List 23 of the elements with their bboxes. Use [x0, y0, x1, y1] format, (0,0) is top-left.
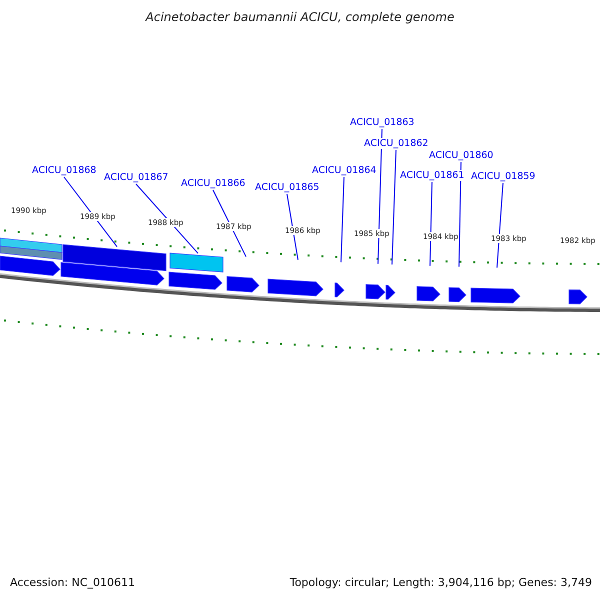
accession-text: Accession: NC_010611	[10, 576, 136, 589]
gene-label: ACICU_01863	[350, 117, 414, 128]
leader-line	[378, 128, 382, 264]
gene-label: ACICU_01860	[429, 150, 494, 161]
leader-line	[430, 182, 432, 266]
gene-label: ACICU_01859	[471, 171, 536, 182]
gene-label: ACICU_01868	[32, 165, 96, 176]
leader-line	[212, 190, 246, 258]
leader-line	[458, 162, 462, 268]
gene-label: ACICU_01866	[181, 178, 246, 189]
leader-line	[340, 176, 344, 263]
leader-line	[136, 184, 198, 254]
leader-line	[286, 194, 298, 260]
genome-info-text: Topology: circular; Length: 3,904,116 bp; Genes: 3,749	[290, 576, 592, 589]
gene-label: ACICU_01861	[400, 170, 464, 181]
leader-line	[64, 176, 118, 248]
gene-label: ACICU_01864	[312, 165, 376, 176]
gene-label: ACICU_01862	[364, 138, 428, 149]
leader-line	[496, 182, 504, 268]
gene-label: ACICU_01865	[255, 182, 320, 193]
leader-line	[392, 150, 396, 265]
gene-label: ACICU_01867	[104, 172, 168, 183]
title: Acinetobacter baumannii ACICU, complete genome	[144, 10, 456, 24]
